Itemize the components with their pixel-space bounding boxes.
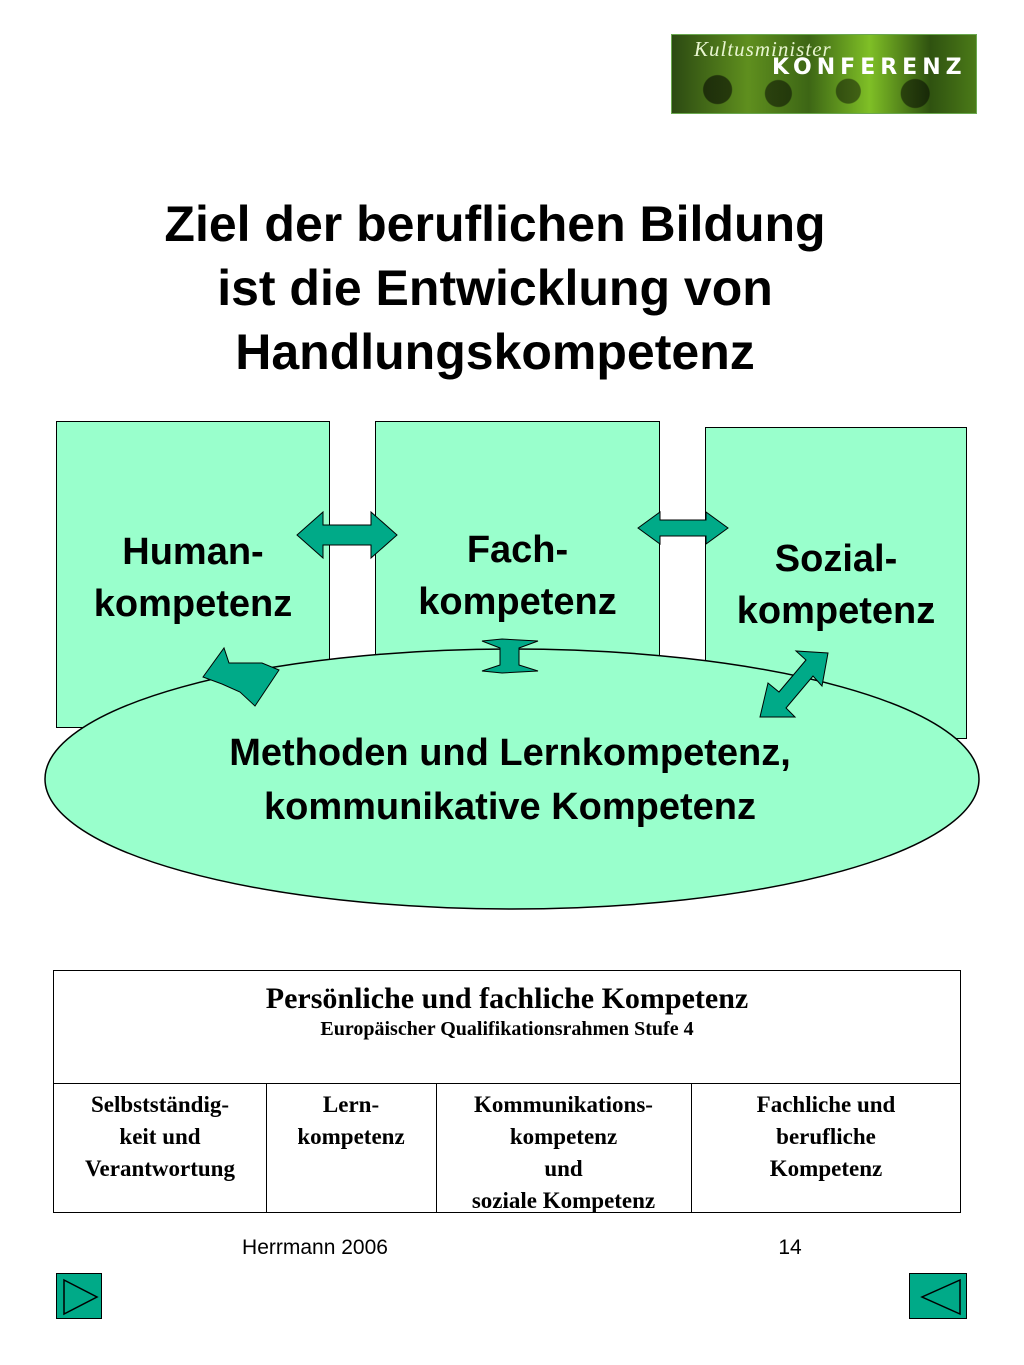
footer-author: Herrmann 2006 xyxy=(242,1236,388,1259)
fach-kompetenz-label: Fach- kompetenz xyxy=(375,524,660,628)
sozial-kompetenz-label: Sozial- kompetenz xyxy=(705,533,967,637)
title-line-2: ist die Entwicklung von xyxy=(217,260,773,316)
play-right-icon xyxy=(63,1278,99,1316)
human-label-line-1: Human- xyxy=(122,531,264,573)
cell-line: kompetenz xyxy=(297,1124,405,1149)
kmk-logo: Kultusminister KONFERENZ xyxy=(671,34,977,114)
cell-line: Kommunikations- xyxy=(474,1092,653,1117)
eqr-table: Persönliche und fachliche Kompetenz Euro… xyxy=(53,970,961,1213)
next-slide-button[interactable] xyxy=(56,1273,102,1319)
sozial-label-line-1: Sozial- xyxy=(774,538,898,580)
methoden-oval-label: Methoden und Lernkompetenz, kommunikativ… xyxy=(70,726,950,834)
fach-label-line-1: Fach- xyxy=(466,529,569,571)
double-arrow-fach-oval xyxy=(481,638,539,674)
oval-label-line-1: Methoden und Lernkompetenz, xyxy=(229,732,791,774)
cell-line: Fachliche und xyxy=(756,1092,896,1117)
human-kompetenz-label: Human- kompetenz xyxy=(56,526,330,630)
logo-line-1: Kultusminister xyxy=(694,37,832,61)
title-line-1: Ziel der beruflichen Bildung xyxy=(164,196,826,252)
table-heading: Persönliche und fachliche Kompetenz xyxy=(265,982,749,1015)
double-arrow-human-fach xyxy=(296,510,398,560)
table-divider xyxy=(266,1083,267,1213)
table-cell-selbststaendigkeit: Selbstständig- keit und Verantwortung xyxy=(54,1083,266,1213)
table-header: Persönliche und fachliche Kompetenz Euro… xyxy=(54,971,960,1084)
cell-line: Selbstständig- xyxy=(90,1092,230,1117)
cell-line: und xyxy=(544,1156,583,1181)
cell-line: Verantwortung xyxy=(85,1156,235,1181)
human-label-line-2: kompetenz xyxy=(93,583,293,625)
double-arrow-fach-sozial xyxy=(637,511,729,545)
table-cell-lernkompetenz: Lern- kompetenz xyxy=(266,1083,436,1213)
previous-slide-button[interactable] xyxy=(909,1273,967,1319)
logo-photo-background xyxy=(672,35,976,113)
double-arrow-human-oval xyxy=(202,646,280,707)
table-divider xyxy=(436,1083,437,1213)
table-subheading: Europäischer Qualifikationsrahmen Stufe … xyxy=(320,1018,694,1040)
table-divider xyxy=(691,1083,692,1213)
slide-title: Ziel der beruflichen Bildung ist die Ent… xyxy=(100,192,890,384)
logo-line-2: KONFERENZ xyxy=(772,55,967,80)
cell-line: keit und xyxy=(119,1124,201,1149)
title-line-3: Handlungskompetenz xyxy=(235,324,755,380)
cell-line: soziale Kompetenz xyxy=(471,1188,656,1213)
double-arrow-sozial-oval xyxy=(759,650,829,718)
cell-line: berufliche xyxy=(776,1124,876,1149)
cell-line: kompetenz xyxy=(509,1124,618,1149)
sozial-label-line-2: kompetenz xyxy=(736,590,936,632)
cell-line: Lern- xyxy=(322,1092,380,1117)
table-cell-kommunikation: Kommunikations- kompetenz und soziale Ko… xyxy=(436,1083,691,1213)
play-left-icon xyxy=(920,1278,961,1316)
fach-label-line-2: kompetenz xyxy=(418,581,617,623)
page-number: 14 xyxy=(778,1236,802,1259)
cell-line: Kompetenz xyxy=(769,1156,883,1181)
table-cell-fachliche-kompetenz: Fachliche und berufliche Kompetenz xyxy=(691,1083,961,1213)
oval-label-line-2: kommunikative Kompetenz xyxy=(264,786,756,828)
